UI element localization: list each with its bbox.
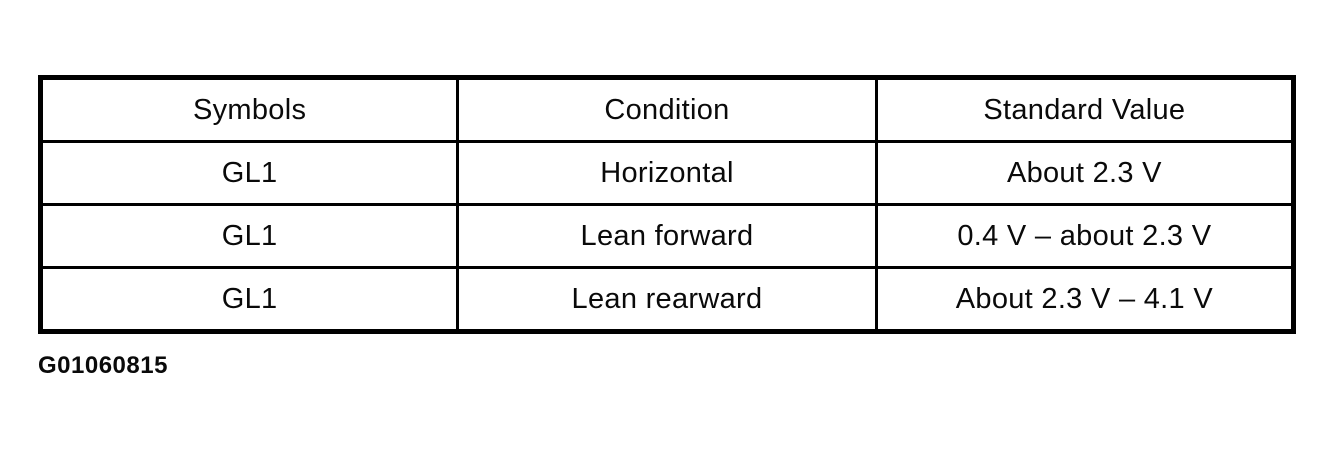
sensor-standard-value-table: Symbols Condition Standard Value GL1 Hor… xyxy=(38,75,1296,334)
cell-condition: Horizontal xyxy=(456,140,878,206)
header-cell-symbols: Symbols xyxy=(38,76,460,143)
table-row: GL1 Lean forward 0.4 V – about 2.3 V xyxy=(38,203,1296,269)
cell-standard-value: About 2.3 V – 4.1 V xyxy=(874,266,1296,333)
table-header-row: Symbols Condition Standard Value xyxy=(38,76,1296,143)
cell-standard-value: 0.4 V – about 2.3 V xyxy=(874,203,1296,269)
cell-standard-value: About 2.3 V xyxy=(874,140,1296,206)
header-cell-condition: Condition xyxy=(456,76,878,143)
table-row: GL1 Horizontal About 2.3 V xyxy=(38,140,1296,206)
header-cell-standard-value: Standard Value xyxy=(874,76,1296,143)
table-row: GL1 Lean rearward About 2.3 V – 4.1 V xyxy=(38,266,1296,333)
figure-id-label: G01060815 xyxy=(38,352,168,379)
cell-symbol: GL1 xyxy=(38,266,460,333)
cell-symbol: GL1 xyxy=(38,203,460,269)
cell-condition: Lean rearward xyxy=(456,266,878,333)
cell-symbol: GL1 xyxy=(38,140,460,206)
cell-condition: Lean forward xyxy=(456,203,878,269)
